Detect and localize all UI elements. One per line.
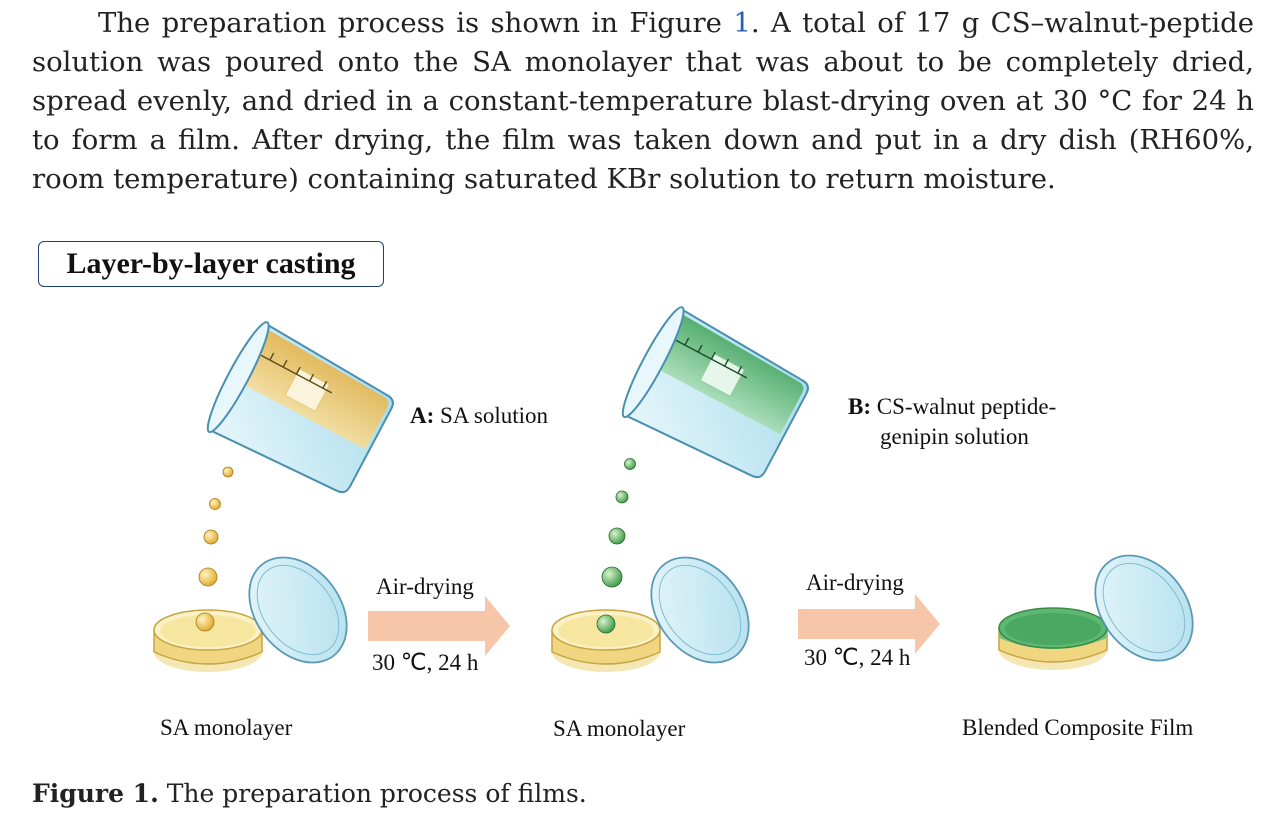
step1-label: Air-drying bbox=[376, 574, 474, 599]
step2-condition: 30 ℃, 24 h bbox=[804, 645, 911, 670]
figure-title-box: Layer-by-layer casting bbox=[38, 241, 384, 287]
cs-drops-icon bbox=[601, 458, 636, 588]
body-paragraph: The preparation process is shown in Figu… bbox=[32, 4, 1254, 199]
arrow-2-icon bbox=[798, 594, 940, 654]
paragraph-text-cont: . A total of 17 g CS–walnut-peptide solu… bbox=[32, 7, 1255, 195]
petri-dish-sa-icon bbox=[153, 556, 348, 672]
beaker-a-icon bbox=[206, 321, 394, 494]
arrow-1-icon bbox=[368, 596, 510, 656]
step1-condition: 30 ℃, 24 h bbox=[372, 650, 479, 675]
solution-a-label: A: SA solution bbox=[410, 403, 549, 428]
petri-dish-composite-icon bbox=[998, 554, 1194, 670]
petri-dish-sa-2-icon bbox=[551, 556, 750, 672]
sa-drops-icon bbox=[195, 466, 234, 632]
dish3-label: Blended Composite Film bbox=[962, 715, 1194, 740]
dish1-label: SA monolayer bbox=[160, 715, 293, 740]
solution-b-label: B: CS-walnut peptide- bbox=[848, 394, 1057, 419]
dish2-label: SA monolayer bbox=[553, 716, 686, 741]
step2-label: Air-drying bbox=[806, 570, 904, 595]
paragraph-text: The preparation process is shown in Figu… bbox=[98, 7, 734, 39]
solution-b-label-line2: genipin solution bbox=[880, 424, 1029, 449]
beaker-b-icon bbox=[621, 306, 809, 479]
figure-ref-link[interactable]: 1 bbox=[733, 7, 751, 39]
process-illustration bbox=[153, 306, 1194, 672]
figure-caption: Figure 1. The preparation process of fil… bbox=[32, 779, 587, 808]
